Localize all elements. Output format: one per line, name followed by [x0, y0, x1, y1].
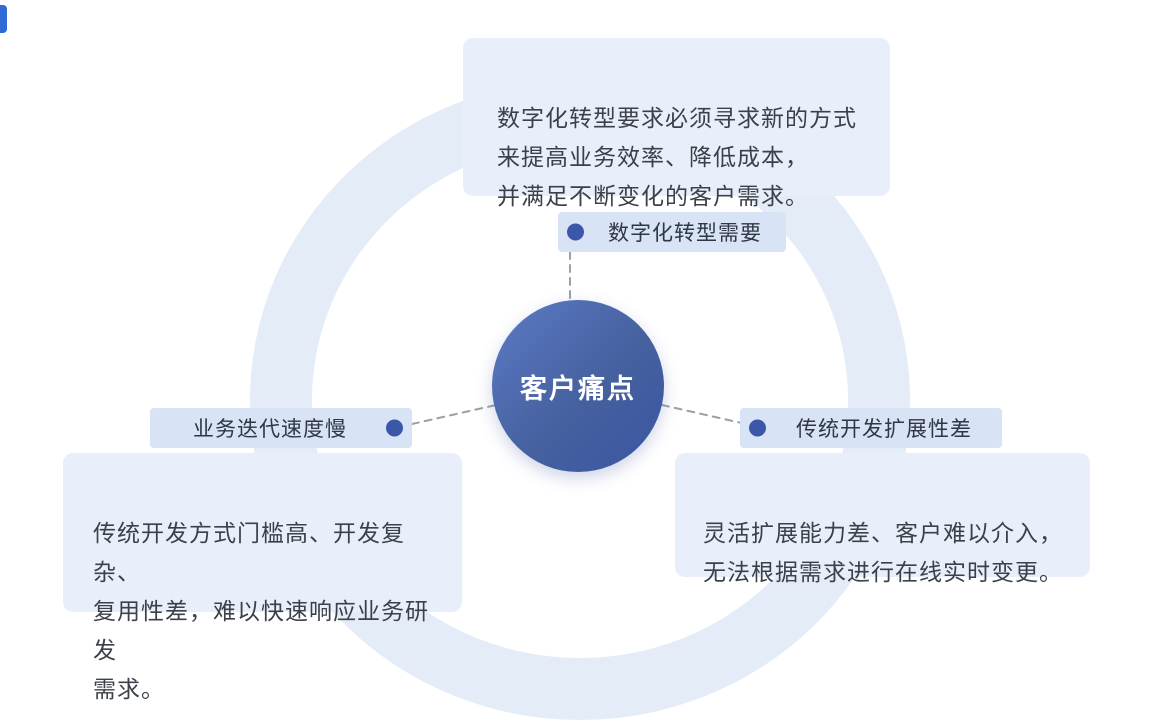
center-circle: 客户痛点: [492, 300, 664, 472]
description-card-poor-scalability: 灵活扩展能力差、客户难以介入， 无法根据需求进行在线实时变更。: [675, 453, 1090, 585]
node-dot-icon: [749, 419, 766, 437]
accent-bar: [0, 5, 7, 33]
label-text: 业务迭代速度慢: [193, 418, 347, 441]
description-text: 灵活扩展能力差、客户难以介入， 无法根据需求进行在线实时变更。: [703, 520, 1063, 585]
label-pill-poor-scalability: 传统开发扩展性差: [740, 408, 1002, 448]
description-text: 传统开发方式门槛高、开发复杂、 复用性差，难以快速响应业务研发 需求。: [93, 520, 429, 702]
node-dot-icon: [567, 223, 584, 241]
description-card-digital-transformation: 数字化转型要求必须寻求新的方式 来提高业务效率、降低成本， 并满足不断变化的客户…: [463, 38, 890, 209]
label-text: 传统开发扩展性差: [796, 418, 972, 441]
description-text: 数字化转型要求必须寻求新的方式 来提高业务效率、降低成本， 并满足不断变化的客户…: [497, 105, 857, 209]
node-dot-icon: [386, 419, 403, 437]
connector-right: [661, 404, 747, 425]
center-label: 客户痛点: [520, 373, 636, 404]
label-pill-digital-transformation: 数字化转型需要: [558, 212, 786, 252]
label-text: 数字化转型需要: [608, 222, 762, 245]
description-card-slow-iteration: 传统开发方式门槛高、开发复杂、 复用性差，难以快速响应业务研发 需求。: [63, 453, 462, 702]
label-pill-slow-iteration: 业务迭代速度慢: [150, 408, 412, 448]
connector-left: [411, 404, 497, 425]
